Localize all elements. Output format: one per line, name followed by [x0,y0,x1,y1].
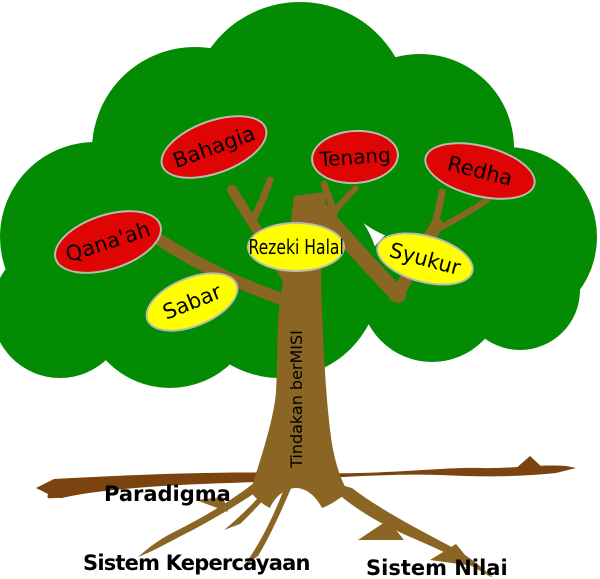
fruit-rezeki-halal-label: Rezeki Halal [248,235,344,259]
fruit-rezeki-halal: Rezeki Halal [247,222,345,272]
label-paradigma: Paradigma [104,482,231,506]
label-sistem-nilai: Sistem Nilai [366,556,508,579]
trunk-label: Tindakan berMISI [287,330,306,468]
fruit-sabar-label: Sabar [159,279,225,325]
fruit-syukur-label: Syukur [386,238,464,280]
fruit-tenang-label: Tenang [318,142,392,172]
fruit-redha-label: Redha [445,151,515,191]
tree-trunk [250,192,348,508]
label-sistem-kepercayaan: Sistem Kepercayaan [83,551,310,575]
ground-line [36,456,576,499]
tree-roots [138,478,493,578]
